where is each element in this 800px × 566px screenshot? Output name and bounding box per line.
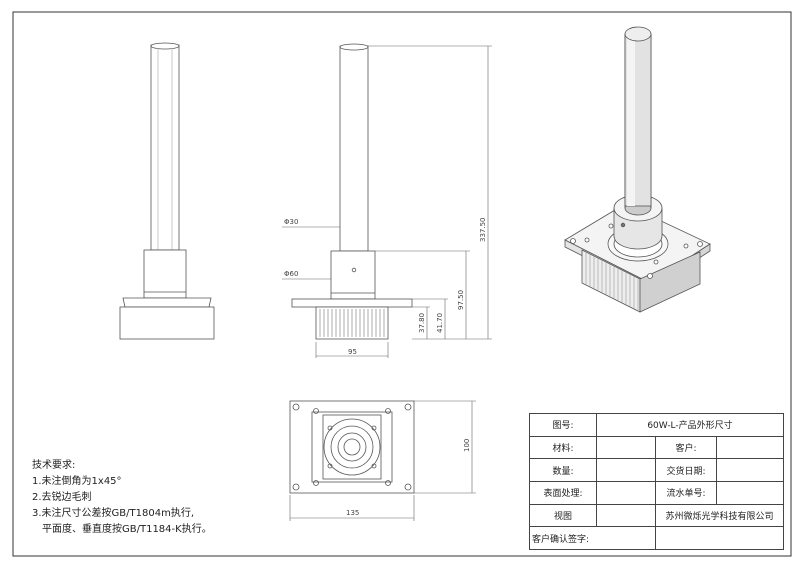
delivery-date-value — [716, 458, 784, 482]
dimension-width-95: 95 — [348, 348, 357, 356]
surface-treatment-value — [596, 480, 656, 505]
note-line-3: 3.未注尺寸公差按GB/T1804m执行, — [32, 508, 194, 519]
note-line-1: 1.未注倒角为1x45° — [32, 476, 122, 487]
dimension-height-37: 37.80 — [418, 313, 426, 333]
front-view — [291, 43, 413, 340]
isometric-view — [564, 26, 711, 313]
technical-requirements: 技术要求: 1.未注倒角为1x45° 2.去锐边毛刺 3.未注尺寸公差按GB/T… — [32, 458, 212, 538]
drawing-border — [12, 11, 792, 557]
drawing-number-label: 图号: — [529, 413, 597, 437]
customer-confirmation-label: 客户确认签字: — [529, 526, 656, 550]
dimension-diameter-30: Φ30 — [284, 218, 298, 226]
view-value — [596, 503, 656, 528]
quantity-label: 数量: — [529, 458, 597, 482]
dimension-diameter-60: Φ60 — [284, 270, 298, 278]
dimension-width-135: 135 — [346, 509, 359, 517]
view-label: 视图 — [529, 503, 597, 528]
quantity-value — [596, 458, 656, 482]
title-block: 图号: 60W-L-产品外形尺寸 材料: 客户: 数量: 交货日期: 表面处理:… — [529, 413, 784, 550]
customer-confirmation-value — [655, 526, 784, 550]
company-name: 苏州微烁光学科技有限公司 — [655, 503, 784, 528]
dimension-depth-100: 100 — [463, 439, 471, 452]
note-line-2: 2.去锐边毛刺 — [32, 492, 92, 503]
surface-treatment-label: 表面处理: — [529, 480, 597, 505]
notes-title: 技术要求: — [32, 460, 76, 471]
dimension-height-337: 337.50 — [479, 218, 487, 243]
drawing-number-value: 60W-L-产品外形尺寸 — [596, 413, 784, 437]
customer-label: 客户: — [655, 435, 717, 460]
customer-value — [716, 435, 784, 460]
delivery-date-label: 交货日期: — [655, 458, 717, 482]
front-view-dimension-lines — [282, 45, 492, 358]
serial-number-value — [716, 480, 784, 505]
note-line-4: 平面度、垂直度按GB/T1184-K执行。 — [42, 524, 212, 535]
top-view — [289, 400, 415, 494]
material-label: 材料: — [529, 435, 597, 460]
top-view-dimension-lines — [289, 400, 476, 521]
dimension-height-97: 97.50 — [457, 290, 465, 310]
serial-number-label: 流水单号: — [655, 480, 717, 505]
material-value — [596, 435, 656, 460]
dimension-height-41: 41.70 — [436, 313, 444, 333]
side-view-left — [119, 42, 215, 340]
